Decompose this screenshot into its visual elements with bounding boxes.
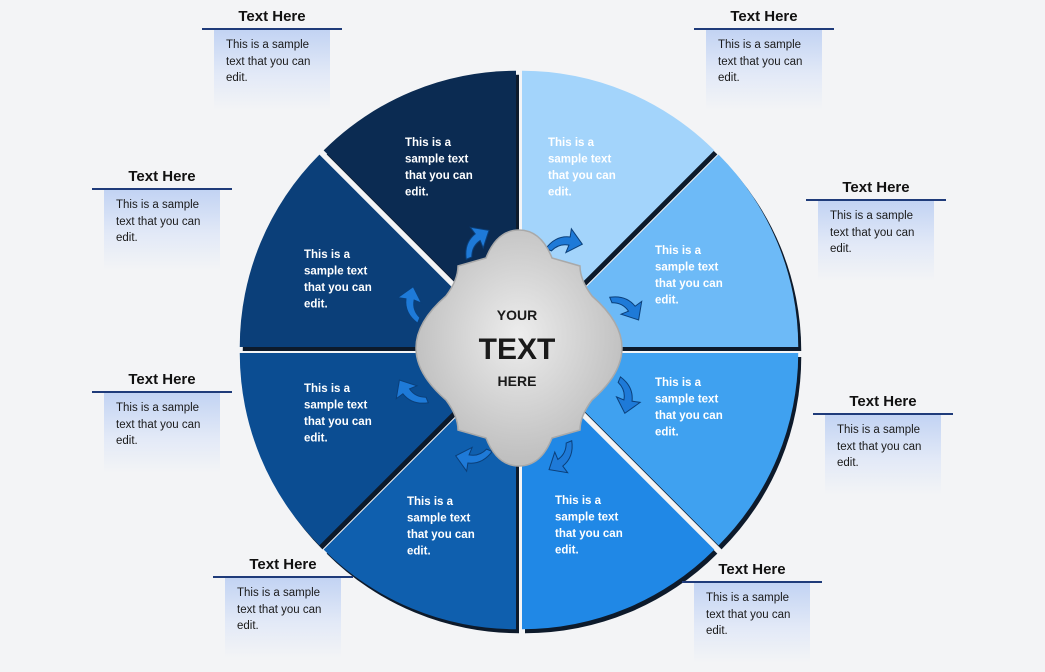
callout-rule [682, 581, 822, 583]
curved-arrow-icon [396, 285, 423, 324]
callout-body: This is a sample text that you can edit. [104, 393, 220, 473]
callout-top-right: Text Here This is a sample text that you… [694, 8, 834, 110]
callout-top-left: Text Here This is a sample text that you… [202, 8, 342, 110]
curved-arrow-icon [615, 376, 642, 415]
callout-title: Text Here [128, 168, 196, 185]
center-label-top: YOUR [497, 307, 537, 323]
callout-rule [92, 391, 232, 393]
callout-title: Text Here [842, 179, 910, 196]
callout-rule [213, 576, 353, 578]
callout-body: This is a sample text that you can edit. [694, 583, 810, 663]
callout-title: Text Here [249, 556, 317, 573]
callout-bottom-right: Text Here This is a sample text that you… [682, 561, 822, 663]
callout-body: This is a sample text that you can edit. [818, 201, 934, 281]
curved-arrow-icon [465, 226, 490, 260]
callout-right-lower: Text Here This is a sample text that you… [813, 393, 953, 495]
callout-rule [813, 413, 953, 415]
callout-body: This is a sample text that you can edit. [104, 190, 220, 270]
callout-title: Text Here [849, 393, 917, 410]
curved-arrow-icon [609, 296, 643, 321]
callout-body: This is a sample text that you can edit. [214, 30, 330, 110]
curved-arrow-icon [395, 379, 429, 404]
callout-rule [694, 28, 834, 30]
wheel-segment-6 [239, 353, 512, 546]
center-label-main: TEXT [479, 333, 556, 366]
callout-body: This is a sample text that you can edit. [825, 415, 941, 495]
callout-left-lower: Text Here This is a sample text that you… [92, 371, 232, 473]
curved-arrow-icon [548, 440, 573, 474]
callout-title: Text Here [730, 8, 798, 25]
callout-rule [92, 188, 232, 190]
curved-arrow-icon [454, 446, 493, 473]
callout-body: This is a sample text that you can edit. [225, 578, 341, 658]
callout-right-upper: Text Here This is a sample text that you… [806, 179, 946, 281]
wheel-segment-3 [526, 353, 799, 546]
callout-rule [806, 199, 946, 201]
callout-left-upper: Text Here This is a sample text that you… [92, 168, 232, 270]
callout-title: Text Here [238, 8, 306, 25]
curved-arrow-icon [545, 227, 584, 254]
callout-title: Text Here [718, 561, 786, 578]
callout-bottom-left: Text Here This is a sample text that you… [213, 556, 353, 658]
center-hub [415, 229, 623, 467]
callout-title: Text Here [128, 371, 196, 388]
callout-body: This is a sample text that you can edit. [706, 30, 822, 110]
callout-rule [202, 28, 342, 30]
center-label-bottom: HERE [498, 373, 537, 389]
